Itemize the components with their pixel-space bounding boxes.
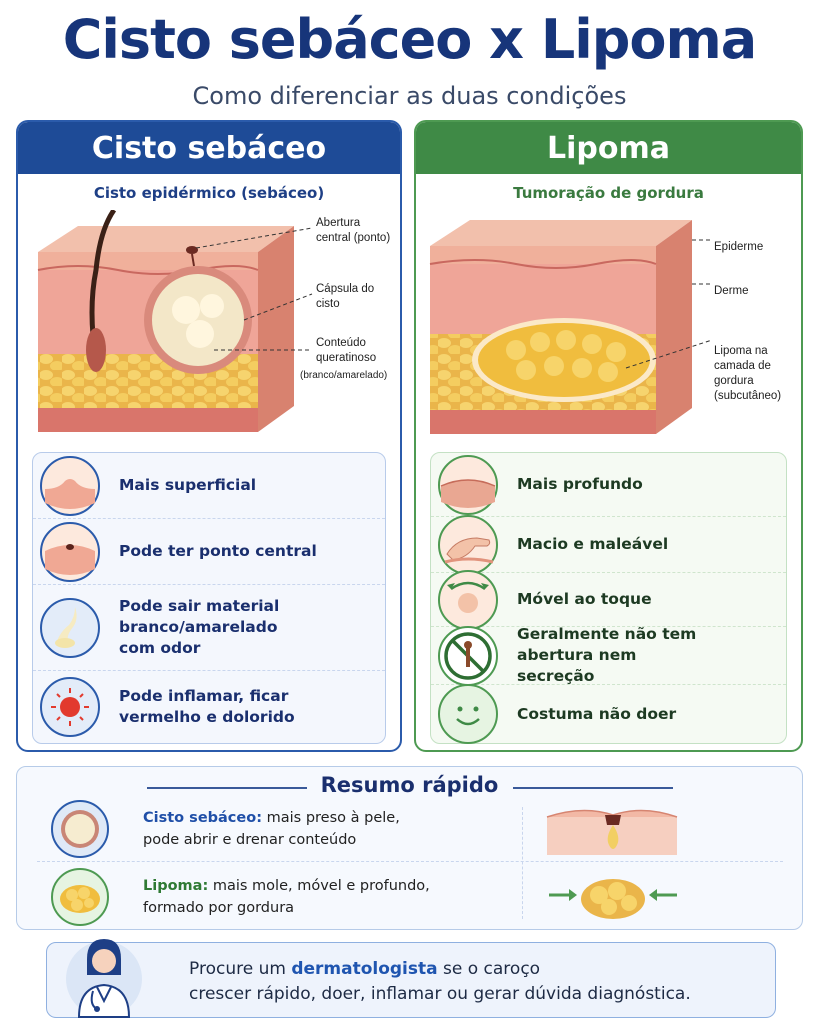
summary-lipoma-line-2: formado por gordura [143,900,295,916]
summary-lipoma-text: Lipoma: mais mole, móvel e profundo, for… [143,875,430,919]
lipoma-mobile-diagram [549,879,677,919]
summary-title: Resumo rápido [320,773,499,797]
list-item: Pode sair material branco/amarelado com … [33,585,385,671]
footer-text-after-1: se o caroço [437,959,541,979]
no-discharge-icon [438,625,498,686]
summary-rule-left [147,787,307,789]
cyst-panel: Cisto sebáceo Cisto epidérmico (sebáceo) [16,120,402,752]
footer-highlight: dermatologista [291,959,438,979]
feature-text: Macio e maleável [517,535,669,553]
discharge-drop-icon [40,597,100,658]
summary-rule-right [513,787,673,789]
annotation-dermis: Derme [714,285,749,297]
smiley-face-icon [438,684,498,744]
footer-text-before: Procure um [189,959,292,979]
list-item: Pode inflamar, ficar vermelho e dolorido [33,671,385,743]
list-item: Móvel ao toque [431,569,786,630]
annotation-opening: Abertura central (ponto) [316,217,391,244]
soft-press-hand-icon [438,514,498,575]
annotation-epidermis: Epiderme [714,241,764,253]
lipoma-panel-subheader: Tumoração de gordura [513,184,704,202]
annotation-content: Conteúdo queratinoso [316,337,377,364]
summary-cyst-line-2: pode abrir e drenar conteúdo [143,832,357,848]
cyst-skin-illustration [37,210,313,432]
list-item: Geralmente não tem abertura nem secreção [431,625,786,686]
feature-text: Geralmente não tem abertura nem secreção [517,625,697,685]
lipoma-feature-list: Mais profundo Macio e maleável Móvel ao … [430,452,787,744]
footer-callout: Procure um dermatologista se o caroço cr… [46,939,776,1018]
annotation-lipoma: Lipoma na camada de gordura (subcutâneo) [714,345,782,402]
list-item: Pode ter ponto central [33,519,385,585]
summary-cyst-label: Cisto sebáceo: [143,810,263,826]
list-item: Macio e maleável [431,514,786,575]
page-subtitle: Como diferenciar as duas condições [192,82,627,110]
summary-cyst-line-1: mais preso à pele, [262,810,400,826]
feature-text: Pode inflamar, ficar vermelho e dolorido [119,687,295,726]
lipoma-summary-icon [51,868,109,926]
mobile-touch-icon [438,569,498,630]
cyst-opening-diagram [546,809,678,855]
deep-bump-icon [438,454,498,515]
feature-text: Móvel ao toque [517,590,652,608]
cyst-panel-subheader: Cisto epidérmico (sebáceo) [93,184,325,202]
annotation-content-note: (branco/amarelado) [300,370,388,381]
doctor-avatar-icon [66,939,142,1018]
summary-vertical-divider [522,807,523,919]
central-pore-icon [40,521,100,582]
list-item: Costuma não doer [431,684,786,744]
feature-text: Mais superficial [119,476,257,494]
cyst-summary-icon [51,800,109,858]
summary-cyst-text: Cisto sebáceo: mais preso à pele, pode a… [143,807,400,851]
summary-lipoma-line-1: mais mole, móvel e profundo, [208,878,430,894]
summary-section: Resumo rápido Cisto sebáceo: mais preso … [16,766,803,930]
inflamed-red-icon [40,677,100,737]
feature-text: Mais profundo [517,475,643,493]
summary-lipoma-label: Lipoma: [143,878,209,894]
annotation-capsule: Cápsula do cisto [316,283,375,310]
page-title: Cisto sebáceo x Lipoma [62,8,757,71]
cyst-feature-list: Mais superficial Pode ter ponto central … [32,452,386,744]
lipoma-panel-header: Lipoma [416,122,801,174]
summary-divider [37,861,783,862]
lipoma-panel: Lipoma Tumoração de gordura Epiderme De [414,120,803,752]
feature-text: Pode ter ponto central [119,542,317,560]
footer-message: Procure um dermatologista se o caroço cr… [189,957,769,1007]
list-item: Mais superficial [33,453,385,519]
feature-text: Costuma não doer [517,704,677,723]
footer-text-after-2: crescer rápido, doer, inflamar ou gerar … [189,984,691,1004]
list-item: Mais profundo [431,453,786,517]
lipoma-skin-illustration [429,220,713,434]
feature-text: Pode sair material branco/amarelado com … [119,597,280,657]
superficial-bump-icon [40,455,100,516]
cyst-panel-header: Cisto sebáceo [18,122,400,174]
